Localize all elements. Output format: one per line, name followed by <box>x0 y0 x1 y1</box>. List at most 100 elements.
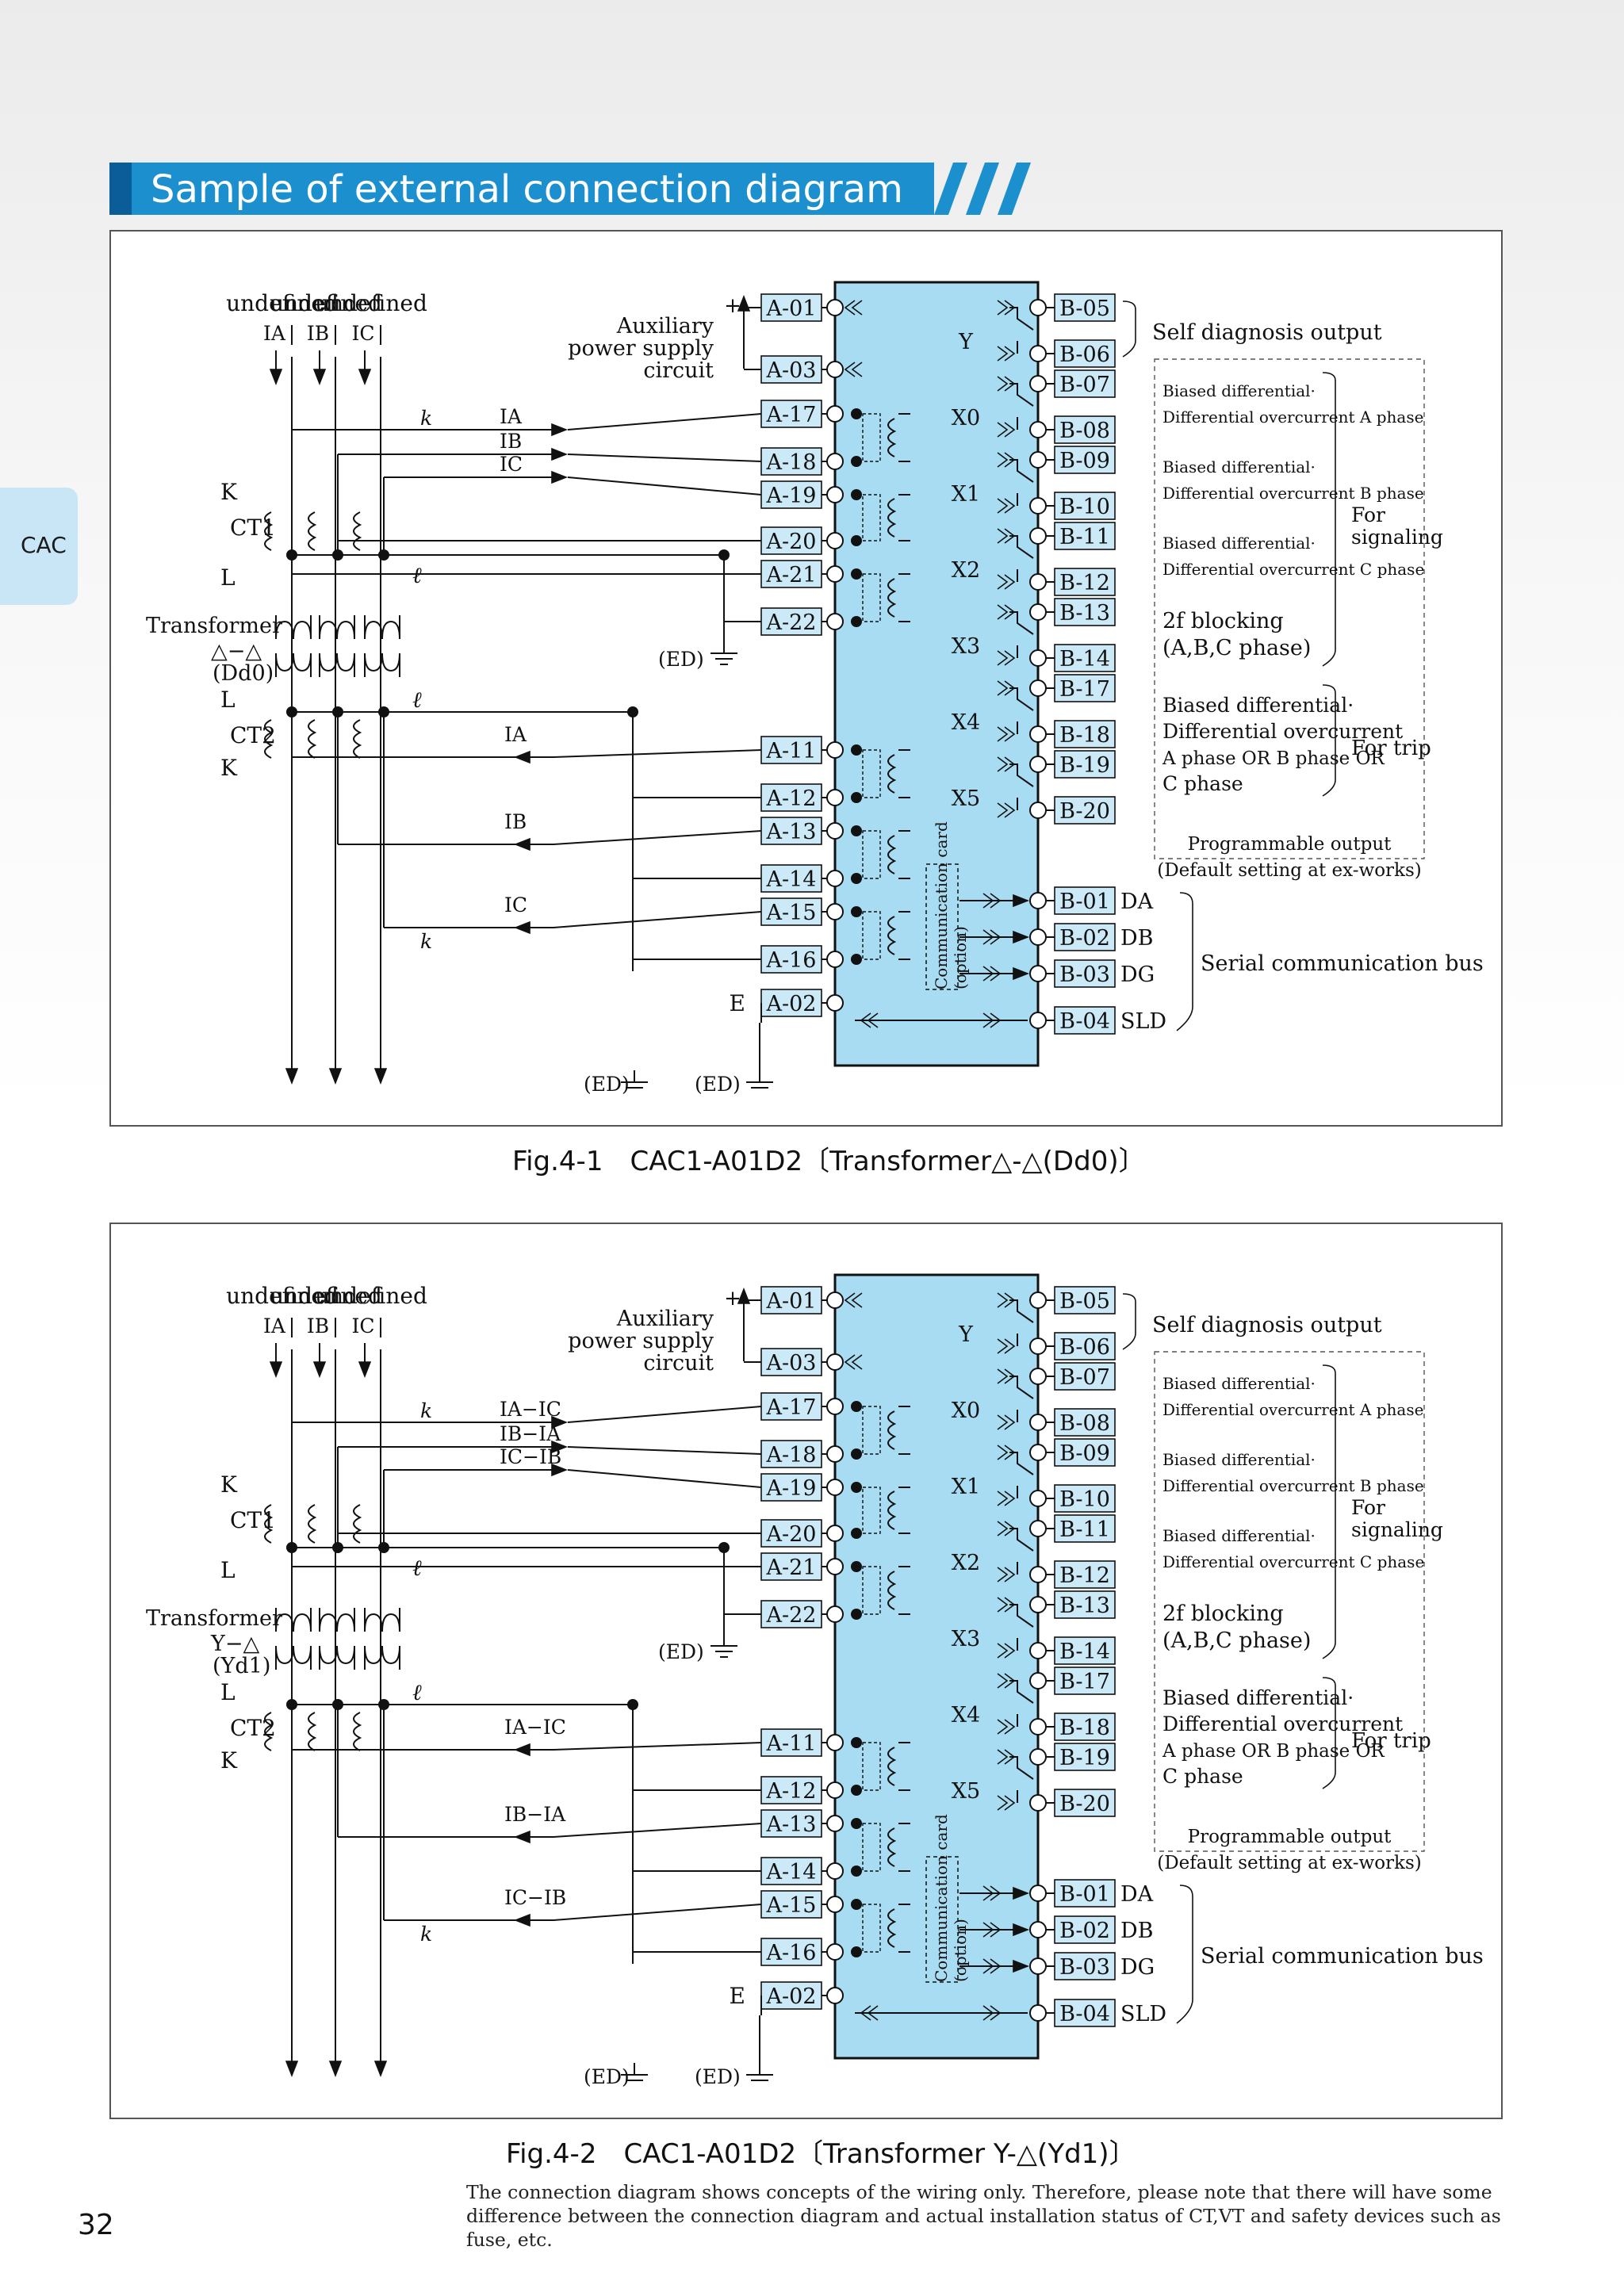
current-arrow-icon <box>269 369 283 385</box>
label-aux-1: Auxiliary <box>616 1307 714 1331</box>
label-trip-ab: A phase OR B phase OR <box>1162 748 1385 769</box>
terminal-a-11-label: A-11 <box>766 1732 817 1756</box>
label-doc-2: Differential overcurrent C phase <box>1162 1552 1424 1571</box>
terminal-connector-icon <box>826 453 844 470</box>
terminal-b-13 <box>1054 598 1116 626</box>
label-aux-3: circuit <box>643 358 714 383</box>
terminal-connector-icon <box>826 405 844 423</box>
label-l-small-2: ℓ <box>412 1679 422 1705</box>
terminal-b-19-label: B-19 <box>1059 753 1110 778</box>
input-ct-coil-icon <box>887 1747 897 1786</box>
label-e: E <box>730 990 745 1016</box>
ct2-coil-icon <box>264 1712 274 1751</box>
relay-contact-label-4: X3 <box>952 634 980 659</box>
terminal-b-11-label: B-11 <box>1059 1517 1110 1542</box>
terminal-b-07-label: B-07 <box>1059 373 1110 397</box>
terminal-a-19-label: A-19 <box>766 484 817 508</box>
label-dg: DG <box>1120 1955 1155 1980</box>
phase-current-label-1: IB <box>307 1314 329 1337</box>
ct1-current-arrow-icon <box>551 1463 568 1477</box>
transformer-winding-icon-1-lower <box>319 652 355 677</box>
terminal-a-18-label: A-18 <box>766 450 817 475</box>
connector-chevron-icon <box>997 1597 1009 1613</box>
terminal-connector-icon <box>826 532 844 549</box>
conductor-arrow-icon <box>328 2061 343 2077</box>
ct2-coil-icon <box>308 1712 317 1751</box>
current-arrow-icon <box>269 1361 283 1378</box>
ct1-coil-icon <box>264 511 274 551</box>
label-for-trip: For trip <box>1351 1729 1431 1753</box>
junction-dot <box>718 549 730 561</box>
terminal-b-17 <box>1054 674 1116 702</box>
terminal-a-13-label: A-13 <box>766 820 817 844</box>
label-transformer-code: (Dd0) <box>213 661 274 686</box>
terminal-connector-icon <box>1029 1566 1047 1583</box>
terminal-b-05-label: B-05 <box>1059 297 1110 321</box>
ct1-current-label-1: IB−IA <box>500 1422 561 1445</box>
relay-contact-label-2: X1 <box>952 1475 980 1499</box>
connector-chevron-icon <box>997 1414 1009 1430</box>
terminal-connector-icon <box>1029 1672 1047 1689</box>
terminal-b-14 <box>1054 1636 1116 1665</box>
terminal-b-14-label: B-14 <box>1059 647 1110 672</box>
connector-chevron-icon <box>982 1012 994 1028</box>
terminal-b-11-label: B-11 <box>1059 525 1110 549</box>
label-trip-ab: A phase OR B phase OR <box>1162 1741 1385 1762</box>
connector-chevron-icon <box>860 2005 871 2021</box>
terminal-b-06-label: B-06 <box>1059 342 1110 367</box>
label-aux-3: circuit <box>643 1351 714 1376</box>
ct2-current-label-2: IC−IB <box>504 1886 566 1909</box>
label-comm-card: Communication card <box>932 1814 951 1982</box>
label-bd-1: Biased differential· <box>1162 1450 1316 1469</box>
side-tab[interactable]: CAC <box>0 488 78 605</box>
terminal-connector-icon <box>1029 1596 1047 1613</box>
connector-chevron-icon <box>997 1749 1009 1765</box>
junction-dot <box>627 706 638 718</box>
ct2-current-arrow-icon <box>514 1743 530 1757</box>
terminal-b-02 <box>1054 923 1116 951</box>
terminal-connector-icon <box>1029 1444 1047 1461</box>
terminal-a-02-label: A-02 <box>766 992 817 1016</box>
ct2-coil-icon <box>353 719 362 759</box>
ct1-current-label-2: IC <box>500 453 523 476</box>
terminal-connector-icon <box>1029 421 1047 438</box>
comm-arrow-icon <box>1013 930 1029 944</box>
relay-contact-label-0: Y <box>958 330 974 354</box>
connector-chevron-icon <box>997 680 1009 696</box>
phase-label-0: undefined <box>226 290 339 316</box>
terminal-b-20-label: B-20 <box>1059 799 1110 824</box>
connector-chevron-icon <box>982 966 994 982</box>
terminal-b-20 <box>1054 1789 1116 1817</box>
terminal-connector-icon <box>826 951 844 968</box>
ct2-coil-icon <box>264 719 274 759</box>
terminal-b-02 <box>1054 1915 1116 1944</box>
phase-label-1: undefined <box>270 1283 382 1309</box>
input-ct-box <box>862 1823 881 1872</box>
input-ct-coil-icon <box>887 835 897 874</box>
connector-chevron-icon <box>997 1338 1009 1354</box>
terminal-b-10 <box>1054 1484 1116 1513</box>
page-number: 32 <box>78 2209 114 2241</box>
label-db: DB <box>1120 1919 1154 1943</box>
ct2-current-arrow-icon <box>514 920 530 935</box>
transformer-winding-icon-0-upper <box>275 1608 312 1632</box>
terminal-a-20-label: A-20 <box>766 1522 817 1547</box>
ct2-current-label-2: IC <box>504 894 527 916</box>
ct1-coil-icon <box>353 1504 362 1544</box>
connector-chevron-icon <box>997 1795 1009 1811</box>
terminal-connector-icon <box>826 1734 844 1751</box>
header-banner: Sample of external connection diagram <box>109 163 934 215</box>
label-k-small-1: k <box>420 1399 432 1422</box>
terminal-connector-icon <box>826 1987 844 2004</box>
transformer-winding-icon-2-lower <box>364 652 400 677</box>
label-2f-blocking: 2f blocking <box>1162 1601 1284 1626</box>
communication-card-box <box>925 1856 959 1983</box>
terminal-b-18 <box>1054 1712 1116 1741</box>
input-ct-box <box>862 749 881 798</box>
transformer-winding-icon-2-upper <box>364 615 400 640</box>
terminal-connector-icon <box>826 1398 844 1415</box>
input-ct-box <box>862 1566 881 1615</box>
ct1-current-arrow-icon <box>551 423 568 437</box>
label-doc-1: Differential overcurrent B phase <box>1162 484 1424 503</box>
terminal-connector-icon <box>826 741 844 759</box>
